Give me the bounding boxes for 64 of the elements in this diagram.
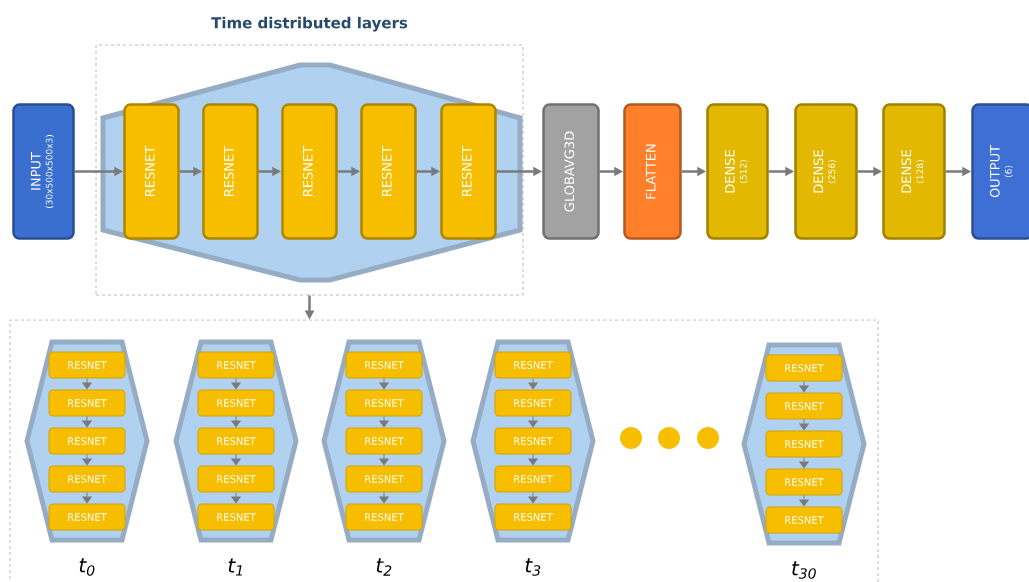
dashed-frame (9, 319, 879, 582)
layer-box: RESNET (345, 351, 423, 379)
layer-box: RESNET (345, 503, 423, 531)
layer-box: RESNET (494, 351, 572, 379)
layer-box: INPUT (30x500x500x3) (12, 103, 75, 240)
layer-box: RESNET (345, 389, 423, 417)
arrow (82, 378, 92, 390)
arrow (528, 492, 538, 504)
layer-box: RESNET (765, 354, 843, 382)
arrow (231, 416, 241, 428)
time-label: t$_{1}$ (228, 558, 242, 576)
time-label: t$_{0}$ (79, 558, 95, 576)
layer-box: RESNET (197, 427, 275, 455)
layer-box: RESNET (765, 468, 843, 496)
arrow (799, 419, 809, 431)
layer-box: RESNET (48, 465, 126, 493)
layer-box: GLOBAVG3D (542, 103, 600, 240)
heading: Time distributed layers (211, 16, 408, 32)
arrow (528, 416, 538, 428)
arrow (799, 381, 809, 393)
arrow (82, 492, 92, 504)
layer-box: RESNET (281, 103, 338, 240)
layer-box: DENSE (512) (706, 103, 769, 240)
layer-box: RESNET (765, 430, 843, 458)
time-label: t$_{3}$ (525, 558, 541, 576)
layer-box: RESNET (197, 465, 275, 493)
layer-box: FLATTEN (623, 103, 682, 240)
layer-box: RESNET (494, 503, 572, 531)
arrow (528, 454, 538, 466)
layer-box: RESNET (494, 465, 572, 493)
time-label: t$_{2}$ (376, 558, 392, 576)
layer-box: RESNET (345, 427, 423, 455)
layer-box: RESNET (48, 389, 126, 417)
arrow (231, 492, 241, 504)
arrow (82, 416, 92, 428)
arrow (379, 416, 389, 428)
arrow (799, 495, 809, 507)
layer-box: DENSE (256) (794, 103, 858, 240)
layer-box: RESNET (197, 351, 275, 379)
layer-box: RESNET (197, 389, 275, 417)
layer-box: RESNET (765, 506, 843, 534)
arrow (379, 378, 389, 390)
arrow (231, 454, 241, 466)
time-label: t$_{30}$ (792, 561, 816, 579)
arrow (82, 454, 92, 466)
arrow (379, 492, 389, 504)
layer-box: OUTPUT (6) (971, 103, 1029, 240)
layer-box: RESNET (197, 503, 275, 531)
layer-box: RESNET (48, 427, 126, 455)
layer-box: RESNET (765, 392, 843, 420)
layer-box: RESNET (494, 389, 572, 417)
layer-box: RESNET (494, 427, 572, 455)
arrow (231, 378, 241, 390)
layer-box: RESNET (440, 103, 497, 240)
layer-box: RESNET (345, 465, 423, 493)
arrow (379, 454, 389, 466)
layer-box: RESNET (360, 103, 417, 240)
layer-box: RESNET (48, 351, 126, 379)
layer-box: DENSE (128) (882, 103, 946, 240)
arrow (799, 457, 809, 469)
layer-box: RESNET (202, 103, 259, 240)
layer-box: RESNET (48, 503, 126, 531)
arrow (528, 378, 538, 390)
layer-box: RESNET (123, 103, 180, 240)
